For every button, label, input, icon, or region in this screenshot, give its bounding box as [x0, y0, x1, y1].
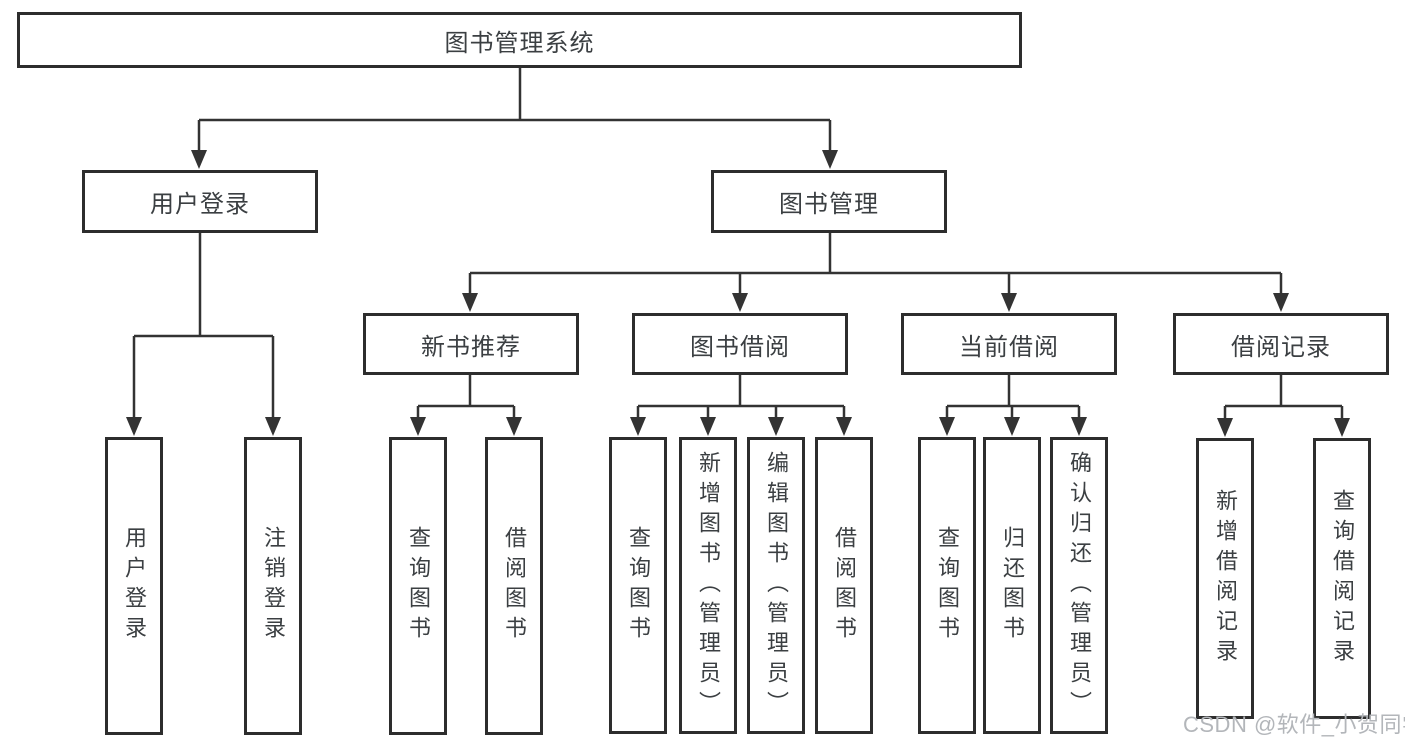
- node-borrow-books-recommend: 借阅图书: [485, 437, 543, 735]
- node-library-system: 图书管理系统: [17, 12, 1022, 68]
- node-book-borrowing: 图书借阅: [632, 313, 848, 375]
- node-user-login-label: 用户登录: [150, 191, 250, 218]
- node-current-borrowing: 当前借阅: [901, 313, 1117, 375]
- node-query-books-borrow: 查询图书: [609, 437, 667, 734]
- node-book-management: 图书管理: [711, 170, 947, 233]
- node-new-book-recommend: 新书推荐: [363, 313, 579, 375]
- node-query-borrow-record-label: 查询借阅记录: [1330, 488, 1355, 669]
- node-query-books-current-label: 查询图书: [935, 525, 960, 646]
- node-user-login-leaf: 用户登录: [105, 437, 163, 735]
- node-add-borrow-record: 新增借阅记录: [1196, 438, 1254, 719]
- node-return-book: 归还图书: [983, 437, 1041, 734]
- node-edit-book-admin: 编辑图书（管理员）: [747, 437, 805, 734]
- watermark: CSDN @软件_小贺同学: [1183, 712, 1405, 737]
- node-user-login: 用户登录: [82, 170, 318, 233]
- node-book-borrowing-label: 图书借阅: [690, 333, 790, 361]
- node-library-system-label: 图书管理系统: [444, 29, 595, 57]
- node-query-books-current: 查询图书: [918, 437, 976, 734]
- node-borrow-books-recommend-label: 借阅图书: [502, 526, 527, 646]
- node-confirm-return-admin-label: 确认归还（管理员）: [1067, 450, 1092, 721]
- node-logout: 注销登录: [244, 437, 302, 735]
- node-query-books-recommend-label: 查询图书: [406, 526, 431, 646]
- node-query-borrow-record: 查询借阅记录: [1313, 438, 1371, 719]
- node-query-books-borrow-label: 查询图书: [626, 525, 651, 646]
- node-edit-book-admin-label: 编辑图书（管理员）: [764, 450, 789, 721]
- node-borrow-books-leaf: 借阅图书: [815, 437, 873, 734]
- node-borrowing-records-label: 借阅记录: [1231, 333, 1331, 361]
- node-add-borrow-record-label: 新增借阅记录: [1213, 488, 1238, 669]
- node-book-management-label: 图书管理: [779, 191, 879, 218]
- node-borrowing-records: 借阅记录: [1173, 313, 1389, 375]
- node-new-book-recommend-label: 新书推荐: [421, 333, 521, 361]
- node-confirm-return-admin: 确认归还（管理员）: [1050, 437, 1108, 734]
- node-add-book-admin: 新增图书（管理员）: [679, 437, 737, 734]
- node-query-books-recommend: 查询图书: [389, 437, 447, 735]
- node-current-borrowing-label: 当前借阅: [959, 333, 1059, 361]
- node-user-login-leaf-label: 用户登录: [122, 526, 147, 646]
- node-return-book-label: 归还图书: [1000, 525, 1025, 646]
- node-logout-label: 注销登录: [261, 526, 286, 646]
- node-borrow-books-leaf-label: 借阅图书: [832, 525, 857, 646]
- node-add-book-admin-label: 新增图书（管理员）: [696, 450, 721, 721]
